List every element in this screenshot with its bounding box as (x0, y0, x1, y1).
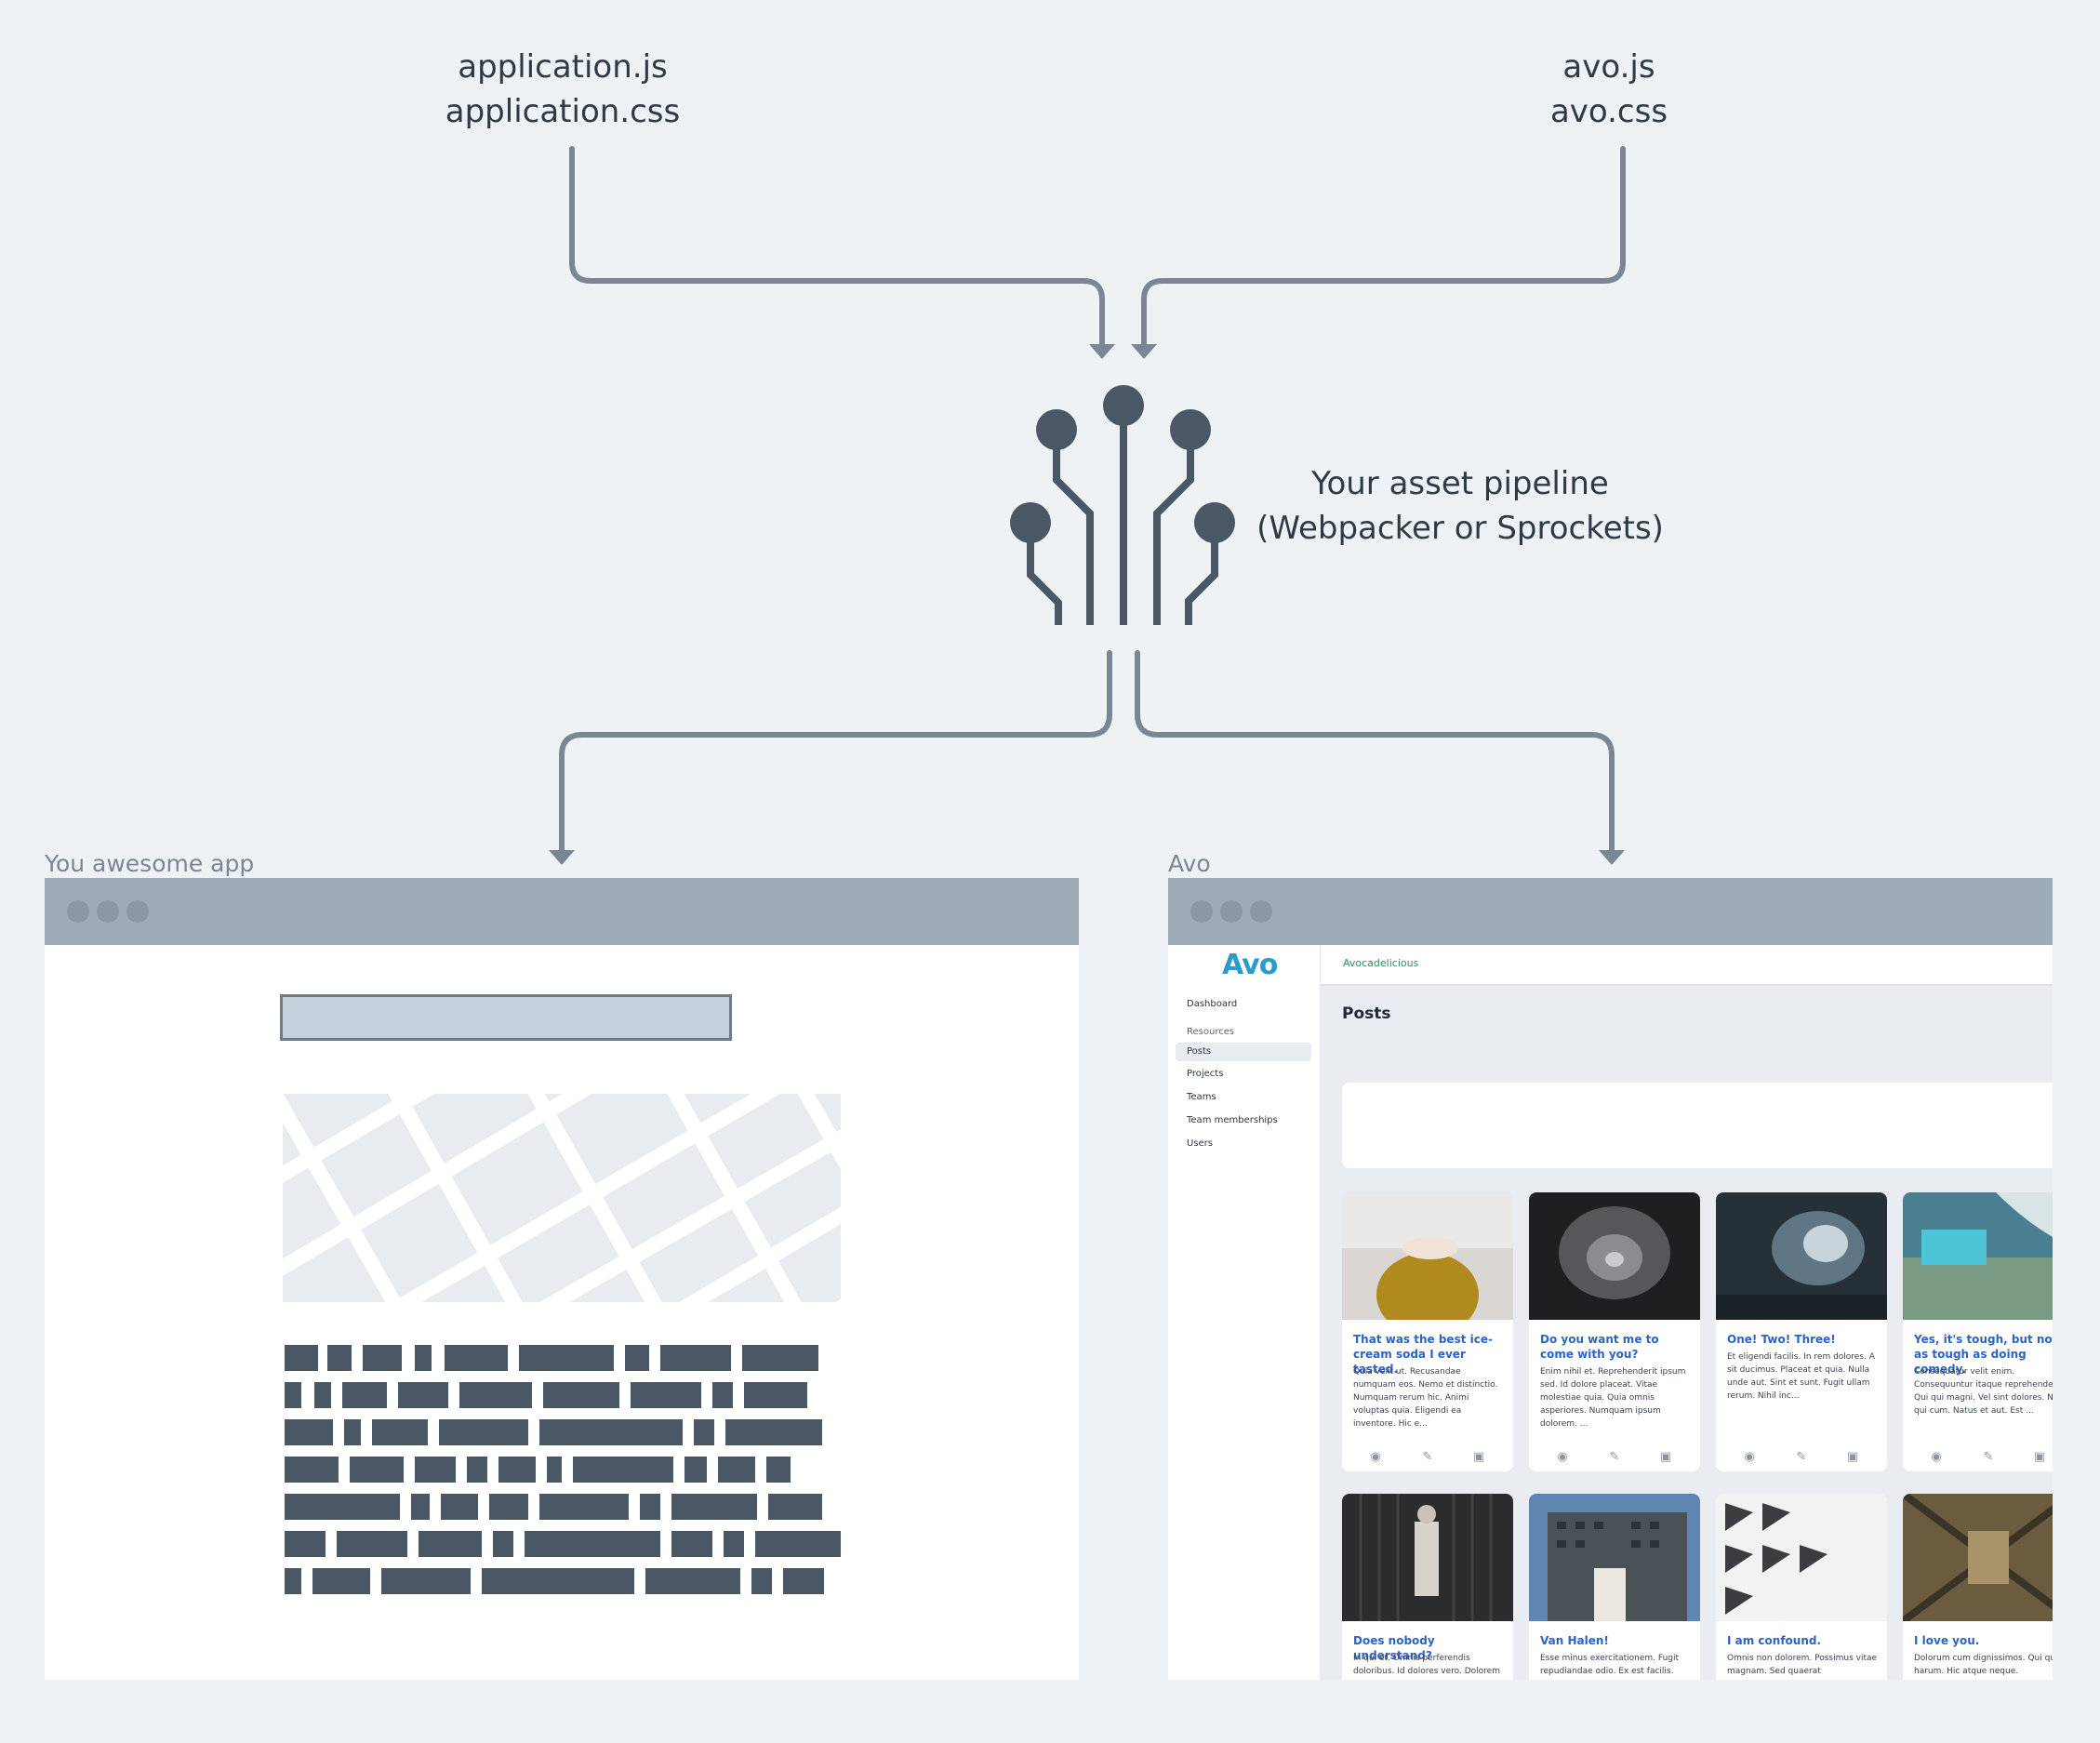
eye-icon[interactable]: ◉ (1370, 1450, 1381, 1464)
post-card[interactable]: I love you. Dolorum cum dignissimos. Qui… (1903, 1494, 2053, 1680)
post-image (1529, 1494, 1700, 1621)
app-assets-label: application.js application.css (400, 45, 725, 134)
avo-css-label: avo.css (1549, 93, 1668, 130)
edit-icon[interactable]: ✎ (1796, 1450, 1807, 1464)
post-actions: ◉ ✎ ▣ (1529, 1448, 1700, 1467)
post-actions: ◉ ✎ ▣ (1342, 1448, 1513, 1467)
arrowhead-down-icon (549, 850, 575, 865)
edit-icon[interactable]: ✎ (1983, 1450, 1994, 1464)
post-image (1529, 1192, 1700, 1320)
pipeline-label-line1: Your asset pipeline (1311, 465, 1609, 502)
app-css-label: application.css (445, 93, 681, 130)
avo-sidebar (1168, 945, 1321, 1680)
sidebar-item-dashboard[interactable]: Dashboard (1187, 999, 1238, 1009)
sidebar-item-posts[interactable]: Posts (1187, 1046, 1212, 1057)
post-title[interactable]: Yes, it's tough, but not as tough as doi… (1914, 1333, 2053, 1376)
arrowhead-down-icon (1089, 344, 1115, 359)
post-card[interactable]: Does nobody understand? In qui et. Omnis… (1342, 1494, 1513, 1680)
post-image (1903, 1192, 2053, 1320)
window-control-dot[interactable] (126, 900, 149, 923)
sidebar-item-team-memberships[interactable]: Team memberships (1187, 1115, 1278, 1125)
edit-icon[interactable]: ✎ (1609, 1450, 1620, 1464)
trash-icon[interactable]: ▣ (1846, 1450, 1859, 1464)
post-excerpt: Dolorum cum dignissimos. Qui quia harum.… (1914, 1654, 2053, 1676)
sidebar-item-teams[interactable]: Teams (1187, 1092, 1216, 1102)
sidebar-section-resources: Resources (1187, 1027, 1235, 1037)
post-card[interactable]: Van Halen! Esse minus exercitationem. Fu… (1529, 1494, 1700, 1680)
app-window-caption: You awesome app (45, 850, 255, 877)
app-js-label: application.js (458, 48, 668, 86)
post-title[interactable]: Do you want me to come with you? (1540, 1333, 1659, 1361)
app-search-bar[interactable] (280, 994, 732, 1041)
connector-pipeline-to-app (559, 650, 1112, 857)
trash-icon[interactable]: ▣ (2033, 1450, 2046, 1464)
window-control-dot[interactable] (1250, 900, 1272, 923)
avo-assets-label: avo.js avo.css (1469, 45, 1748, 134)
window-control-dot[interactable] (1220, 900, 1243, 923)
avo-window-titlebar (1168, 878, 2053, 945)
post-title[interactable]: Van Halen! (1540, 1634, 1609, 1647)
window-control-dot[interactable] (1190, 900, 1213, 923)
pipeline-label: Your asset pipeline (Webpacker or Sprock… (1246, 461, 1674, 551)
sidebar-active-highlight (1176, 1043, 1311, 1061)
post-title[interactable]: I am confound. (1727, 1634, 1822, 1647)
eye-icon[interactable]: ◉ (1744, 1450, 1755, 1464)
filters-panel (1342, 1083, 2053, 1168)
avo-topbar (1321, 945, 2053, 986)
avo-js-label: avo.js (1562, 48, 1655, 86)
post-card[interactable]: I am confound. Omnis non dolorem. Possim… (1716, 1494, 1887, 1680)
post-excerpt: Enim nihil et. Reprehenderit ipsum sed. … (1540, 1367, 1686, 1429)
post-card[interactable]: Yes, it's tough, but not as tough as doi… (1903, 1192, 2053, 1471)
post-image (1342, 1192, 1513, 1320)
post-title[interactable]: That was the best ice-cream soda I ever … (1353, 1333, 1493, 1376)
avo-brand-link[interactable]: Avocadelicious (1343, 957, 1419, 969)
post-title[interactable]: Does nobody understand? (1353, 1634, 1435, 1662)
post-card[interactable]: That was the best ice-cream soda I ever … (1342, 1192, 1513, 1471)
sidebar-item-projects[interactable]: Projects (1187, 1069, 1224, 1079)
pipeline-label-line2: (Webpacker or Sprockets) (1256, 510, 1664, 547)
post-card[interactable]: One! Two! Three! Et eligendi facilis. In… (1716, 1192, 1887, 1471)
window-control-dot[interactable] (97, 900, 119, 923)
post-actions: ◉ ✎ ▣ (1716, 1448, 1887, 1467)
trash-icon[interactable]: ▣ (1659, 1450, 1672, 1464)
avo-logo[interactable]: Avo (1222, 949, 1278, 981)
post-actions: ◉ ✎ ▣ (1903, 1448, 2053, 1467)
post-image (1903, 1494, 2053, 1621)
avo-window: Avocadelicious Avo Dashboard Resources P… (1168, 878, 2053, 1680)
post-excerpt: Quia velit ut. Recusandae numquam eos. N… (1353, 1367, 1498, 1429)
post-excerpt: Et eligendi facilis. In rem dolores. A s… (1727, 1352, 1875, 1401)
sidebar-item-users[interactable]: Users (1187, 1138, 1214, 1149)
avo-window-caption: Avo (1168, 850, 1211, 877)
app-window-titlebar (45, 878, 1079, 945)
post-excerpt: Esse minus exercitationem. Fugit repudia… (1540, 1654, 1680, 1676)
app-window (45, 878, 1079, 1680)
connector-pipeline-to-avo (1135, 650, 1615, 857)
arrowhead-down-icon (1599, 850, 1625, 865)
post-image (1716, 1494, 1887, 1621)
post-excerpt: In qui et. Omnis perferendis doloribus. … (1353, 1654, 1500, 1676)
post-title[interactable]: I love you. (1914, 1634, 1980, 1647)
connector-avo-to-pipeline (1141, 146, 1626, 349)
circuit-icon (1027, 406, 1218, 625)
connector-app-to-pipeline (569, 146, 1105, 349)
edit-icon[interactable]: ✎ (1422, 1450, 1433, 1464)
post-excerpt: Consequatur velit enim. Consequuntur ita… (1914, 1367, 2053, 1416)
post-image (1716, 1192, 1887, 1320)
post-image (1342, 1494, 1513, 1621)
page-title: Posts (1342, 1005, 1391, 1023)
post-title[interactable]: One! Two! Three! (1727, 1333, 1836, 1346)
window-control-dot[interactable] (67, 900, 89, 923)
trash-icon[interactable]: ▣ (1472, 1450, 1485, 1464)
post-card[interactable]: Do you want me to come with you? Enim ni… (1529, 1192, 1700, 1471)
map-placeholder (283, 1094, 841, 1302)
eye-icon[interactable]: ◉ (1557, 1450, 1568, 1464)
post-excerpt: Omnis non dolorem. Possimus vitae magnam… (1727, 1654, 1878, 1676)
eye-icon[interactable]: ◉ (1931, 1450, 1942, 1464)
arrowhead-down-icon (1131, 344, 1157, 359)
